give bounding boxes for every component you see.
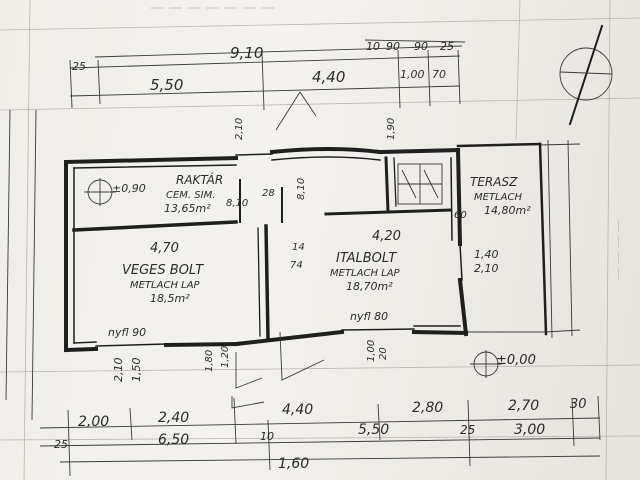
dim-top-mid: 5,50 [150,76,183,94]
dim-top-small-c: 90 [414,40,428,53]
dim-bottom-c2: 1,60 [278,456,309,472]
dim-bottom-a2: 2,40 [158,410,189,426]
label-74: 74 [290,260,303,271]
dim-bottom-b3: 5,50 [358,422,389,438]
label-14: 14 [292,242,305,253]
label-190: 1,90 [386,118,397,140]
dim-bottom-b5: 3,00 [514,422,545,438]
label-60: 60 [454,210,467,221]
label-180: 1,80 [204,350,215,372]
room-veges-area: 18,5m² [150,292,190,305]
ghost-text: — — — — — — — — — — — [150,0,626,279]
dim-top-total: 9,10 [230,44,263,62]
dim-bottom-c1: 10 [260,430,274,443]
dim-bottom-b1: 25 [54,438,68,451]
label-150: 1,50 [130,358,143,383]
room-italbolt-floor: METLACH LAP [330,268,401,279]
label-810: 8,10 [226,198,248,209]
level-left-label: ±0,90 [112,182,146,195]
label-210b: 2,10 [474,262,499,275]
dim-bottom-b4: 25 [460,423,475,437]
room-raktar-floor: CEM. SIM. [166,190,215,201]
room-labels: RAKTÁR CEM. SIM. 13,65m² 4,70 VEGES BOLT… [122,172,531,305]
partition-walls [72,156,452,340]
top-dimension-lines [69,39,466,111]
svg-text:— — — —: — — — — [612,220,626,279]
room-veges-name: VEGES BOLT [122,263,204,278]
label-120: 1,20 [220,346,231,368]
dim-top-small-e: 1,00 [400,68,425,81]
dim-top-small-b: 90 [386,40,400,53]
label-100: 1,00 [366,340,377,362]
bottom-dimension-lines [39,395,601,477]
room-terasz-name: TERASZ [470,175,518,189]
room-terasz-area: 14,80m² [484,204,531,217]
svg-text:— — — — — — —: — — — — — — — [150,0,275,16]
room-veges-floor: METLACH LAP [130,280,201,291]
label-810b: 8,10 [296,178,307,200]
room-italbolt-name: ITALBOLT [336,251,397,266]
dim-top-small-f: 70 [432,68,446,81]
room-italbolt-width: 4,20 [372,229,401,244]
door-swings [231,91,325,409]
door-left-label: nyfl 90 [108,326,146,339]
level-right-label: ±0,00 [496,353,536,368]
door-right-label: nyfl 80 [350,310,388,323]
label-210: 2,10 [234,118,245,140]
inner-wall-lines [73,156,461,344]
dim-top-left: 25 [72,60,86,73]
dimension-text: 9,10 25 5,50 4,40 10 90 90 25 1,00 70 2,… [54,40,587,472]
windows [95,153,463,347]
toilet-block [397,163,443,205]
north-arrow-icon [559,24,613,126]
level-markers [84,178,502,378]
misc-labels: ±0,90 ±0,00 nyfl 90 nyfl 80 28 8,10 2,10… [108,118,536,382]
left-dimension-lines [5,109,37,421]
dim-bottom-b2: 6,50 [158,432,189,448]
dim-bottom-a1: 2,00 [78,414,109,430]
dim-bottom-a6: 30 [570,397,587,412]
right-dimension-lines [539,139,581,339]
room-raktar-area: 13,65m² [164,202,211,215]
room-veges-width: 4,70 [150,241,179,256]
label-210c: 2,10 [112,358,125,383]
dim-bottom-a3: 4,40 [282,402,313,418]
label-20: 20 [378,347,389,360]
label-28: 28 [262,188,275,199]
label-140: 1,40 [474,248,499,261]
dim-top-right: 4,40 [312,68,345,86]
room-terasz-floor: METLACH [474,192,522,203]
dim-bottom-a4: 2,80 [412,400,443,416]
dim-top-small-d: 25 [440,40,454,53]
dim-bottom-a5: 2,70 [508,398,539,414]
dim-top-small-a: 10 [366,40,380,53]
room-italbolt-area: 18,70m² [346,280,393,293]
terrace-outline [456,142,548,336]
room-raktar-name: RAKTÁR [176,172,223,187]
exterior-walls [63,147,469,353]
